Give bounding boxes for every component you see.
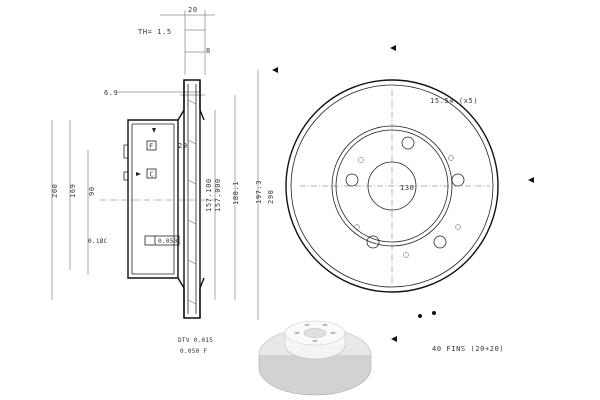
dim-197-3: 197.3 <box>255 180 263 204</box>
bolt-holes <box>345 136 465 258</box>
section-view: F C 0.050 0.1ØC 20 TH= 1.5 8 6.9 29 200 … <box>51 6 263 355</box>
tolerance-left-note: 0.1ØC <box>88 238 108 245</box>
tolerance-box-value: 0.050 <box>158 238 178 245</box>
runout-note: 0.050 F <box>180 348 207 355</box>
dim-169: 169 <box>69 184 77 198</box>
leader-arrow-right <box>528 177 534 183</box>
dim-157-100: 157.100 <box>205 178 213 212</box>
datum-f-label: F <box>149 143 154 151</box>
front-view: 130 15.54 (x5) 290 40 FINS (20+20) <box>267 45 534 353</box>
dim-29: 29 <box>178 142 188 150</box>
dim-20: 20 <box>188 6 198 14</box>
dim-200: 200 <box>51 184 59 198</box>
marker-dot-2 <box>432 311 436 315</box>
hole-note: 15.54 (x5) <box>430 97 478 105</box>
leader-arrow-mid <box>272 67 278 73</box>
dtv-note: DTV 0.015 <box>178 337 213 344</box>
dim-157-000: 157.000 <box>214 178 222 212</box>
dim-90: 90 <box>88 186 96 196</box>
leader-arrow-top <box>390 45 396 51</box>
dim-180-1: 180.1 <box>232 181 240 205</box>
disc-3d-render <box>258 320 372 396</box>
fins-note: 40 FINS (20+20) <box>432 345 504 353</box>
dim-6-9: 6.9 <box>104 89 118 97</box>
leader-arrow-bottom <box>391 336 397 342</box>
bolt-circle-label: 130 <box>400 184 414 192</box>
outer-dia-label: 290 <box>267 190 275 204</box>
dim-thickness: TH= 1.5 <box>138 28 172 36</box>
dim-8: 8 <box>206 47 211 55</box>
datum-f-marker <box>152 128 156 133</box>
datum-c-marker <box>136 172 141 176</box>
marker-dot-1 <box>418 314 422 318</box>
datum-c-label: C <box>150 171 155 179</box>
